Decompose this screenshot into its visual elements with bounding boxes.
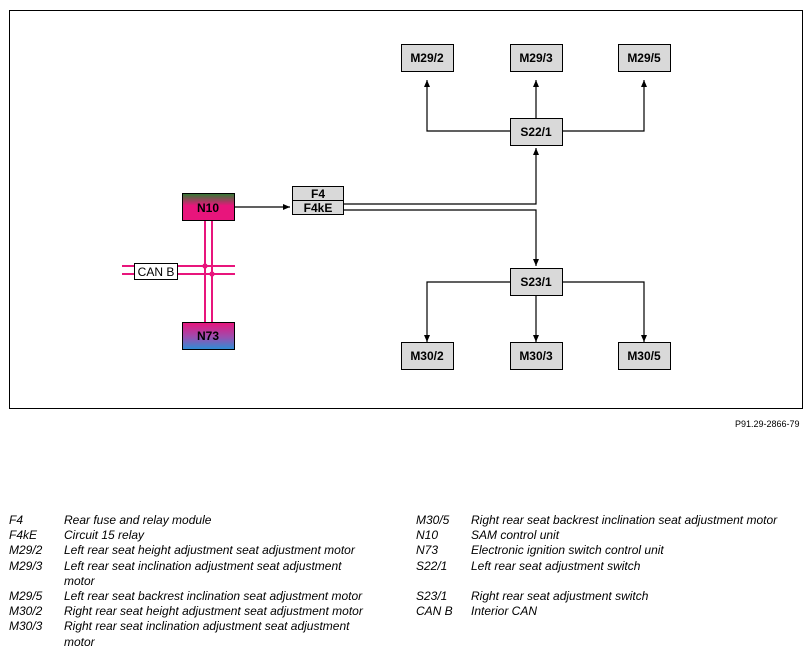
n73-label: N73 xyxy=(197,329,219,343)
m29-3-box xyxy=(510,44,563,72)
s23-1-label: S23/1 xyxy=(520,275,552,289)
m30-5-label: M30/5 xyxy=(627,349,661,363)
legend-item: CAN B Interior CAN xyxy=(416,604,808,619)
legend-item: F4 Rear fuse and relay module xyxy=(9,513,399,528)
connection-lines xyxy=(235,80,647,342)
legend-desc: Rear fuse and relay module xyxy=(64,513,212,527)
legend-desc: Left rear seat inclination adjustment se… xyxy=(64,558,342,588)
m29-3-label: M29/3 xyxy=(519,51,553,65)
legend-item: M29/3 Left rear seat inclination adjustm… xyxy=(9,559,399,589)
legend-desc: Right rear seat backrest inclination sea… xyxy=(471,513,778,527)
legend-code: M30/2 xyxy=(9,604,43,619)
legend-code: M30/3 xyxy=(9,619,43,634)
legend-desc: Electronic ignition switch control unit xyxy=(471,543,664,558)
legend-code: M29/3 xyxy=(9,558,43,573)
n73-box xyxy=(182,322,235,350)
n10-box xyxy=(182,193,235,221)
legend-right: M30/5 Right rear seat backrest inclinati… xyxy=(416,513,808,619)
can-b-label-box xyxy=(134,263,178,280)
m29-2-box xyxy=(401,44,454,72)
f4-label: F4 xyxy=(311,187,325,201)
legend-item: F4kE Circuit 15 relay xyxy=(9,528,399,543)
legend-desc: Interior CAN xyxy=(471,604,538,619)
m30-2-label: M30/2 xyxy=(410,349,444,363)
s22-1-box xyxy=(510,118,563,146)
legend-code: M29/2 xyxy=(9,543,43,558)
can-b-label: CAN B xyxy=(138,265,175,279)
f4ke-label: F4kE xyxy=(304,201,333,215)
legend-code: M29/5 xyxy=(9,589,43,604)
legend-code: CAN B xyxy=(416,604,453,619)
m29-5-label: M29/5 xyxy=(627,51,661,65)
legend-desc: Left rear seat adjustment switch xyxy=(471,558,641,573)
can-junction xyxy=(202,263,208,269)
legend-code: N10 xyxy=(416,528,439,543)
legend-code: F4 xyxy=(9,513,24,527)
legend-desc: Circuit 15 relay xyxy=(64,528,145,543)
legend-desc: Left rear seat backrest inclination seat… xyxy=(64,589,363,604)
legend-code: S23/1 xyxy=(416,589,448,603)
legend-desc: Right rear seat height adjustment seat a… xyxy=(64,604,363,619)
legend-desc: Left rear seat height adjustment seat ad… xyxy=(64,543,355,558)
m30-3-label: M30/3 xyxy=(519,349,553,363)
legend-code xyxy=(416,574,471,589)
legend-left: F4 Rear fuse and relay module F4kE Circu… xyxy=(9,513,399,650)
legend-item: M30/3 Right rear seat inclination adjust… xyxy=(9,619,399,649)
legend-item: M30/5 Right rear seat backrest inclinati… xyxy=(416,513,808,528)
m30-5-box xyxy=(618,342,671,370)
legend-code: F4kE xyxy=(9,528,38,543)
legend-desc: Right rear seat inclination adjustment s… xyxy=(64,619,350,649)
legend-item: N10 SAM control unit xyxy=(416,528,808,543)
legend-code: M30/5 xyxy=(416,513,450,527)
legend-item: S23/1 Right rear seat adjustment switch xyxy=(416,589,808,604)
legend-item: S22/1 Left rear seat adjustment switch xyxy=(416,559,808,574)
wiring-diagram: CAN B M29/2 M29/3 M29/5 S22/1 N10 F4 F4k… xyxy=(9,10,803,409)
legend-desc: SAM control unit xyxy=(471,528,560,543)
can-junction xyxy=(209,271,215,277)
m30-2-box xyxy=(401,342,454,370)
s22-1-label: S22/1 xyxy=(520,125,552,139)
legend-item: N73 Electronic ignition switch control u… xyxy=(416,543,808,558)
m29-5-box xyxy=(618,44,671,72)
legend-code: N73 xyxy=(416,543,439,558)
legend-item: M30/2 Right rear seat height adjustment … xyxy=(9,604,399,619)
m29-2-label: M29/2 xyxy=(410,51,444,65)
legend-code: S22/1 xyxy=(416,558,448,573)
legend-item: M29/2 Left rear seat height adjustment s… xyxy=(9,543,399,558)
legend-item: M29/5 Left rear seat backrest inclinatio… xyxy=(9,589,399,604)
figure-reference: P91.29-2866-79 xyxy=(735,419,800,429)
m30-3-box xyxy=(510,342,563,370)
legend-spacer xyxy=(416,574,808,589)
s23-1-box xyxy=(510,268,563,296)
legend-desc: Right rear seat adjustment switch xyxy=(471,589,649,603)
legend-desc xyxy=(471,574,808,589)
n10-label: N10 xyxy=(197,201,219,215)
f4ke-box xyxy=(292,200,344,215)
